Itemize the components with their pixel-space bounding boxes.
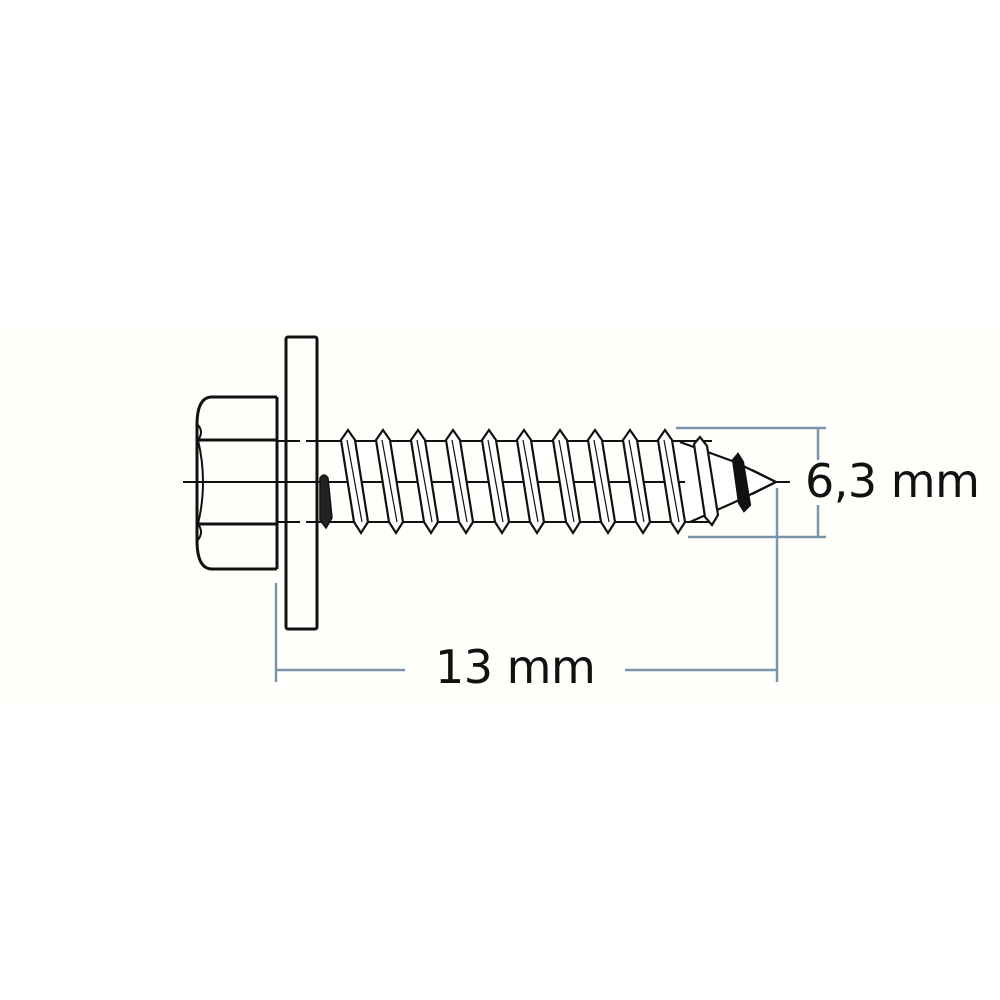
- dimension-lines: [274, 426, 826, 682]
- thread-start: [319, 474, 333, 530]
- threads: [339, 428, 687, 536]
- pointed-tip: [679, 435, 779, 527]
- hex-head: [195, 395, 279, 571]
- length-label: 13 mm: [435, 640, 596, 694]
- washer: [284, 335, 319, 631]
- diameter-label: 6,3 mm: [805, 454, 980, 508]
